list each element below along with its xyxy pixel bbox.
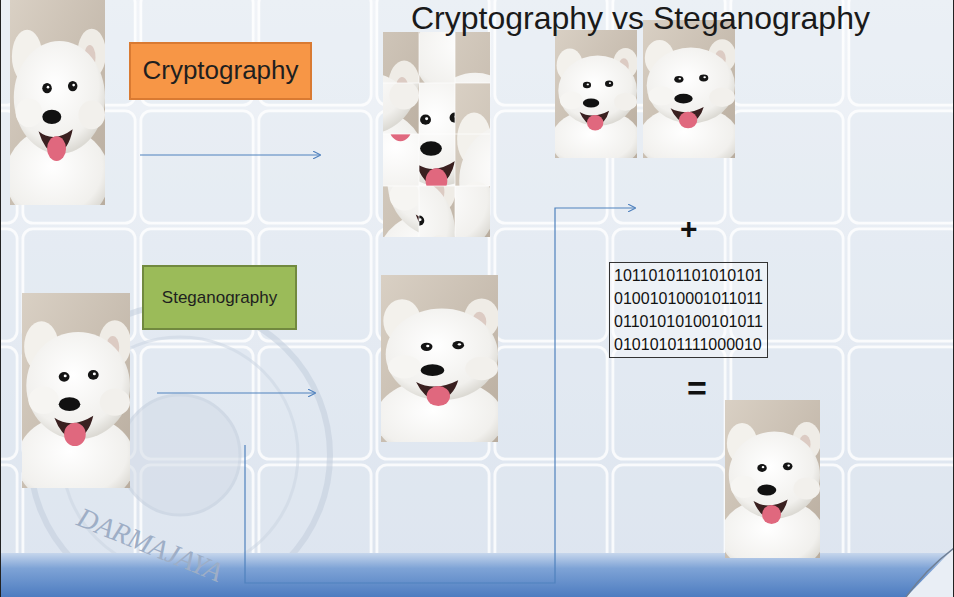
dog-photo xyxy=(375,275,504,459)
binary-data: 10110101101010101 01001010001011011 0110… xyxy=(614,264,763,356)
flow-arrow xyxy=(140,154,320,155)
dog-photo xyxy=(551,30,641,171)
dog-photo xyxy=(5,0,110,226)
flow-arrow xyxy=(157,392,315,393)
bottom-band xyxy=(0,553,954,597)
dog-photo xyxy=(638,20,739,172)
frame-line xyxy=(953,0,954,597)
dog-photo xyxy=(17,293,136,508)
process-box: Cryptography xyxy=(129,42,312,100)
page-curl xyxy=(906,548,954,597)
flow-arrow xyxy=(245,208,635,583)
frame-line xyxy=(0,0,1,597)
slide-title: Cryptography vs Steganography xyxy=(411,0,870,37)
plus-sign: + xyxy=(680,214,698,244)
page-curl-edge xyxy=(906,548,954,597)
box-label: Steganography xyxy=(162,288,277,308)
box-label: Cryptography xyxy=(142,56,298,86)
dog-photo xyxy=(720,400,825,574)
binary-data-box: 10110101101010101 01001010001011011 0110… xyxy=(609,262,768,358)
watermark-text: DARMAJAYA xyxy=(73,503,226,586)
process-box: Steganography xyxy=(142,265,297,330)
equals-sign: = xyxy=(687,371,707,405)
